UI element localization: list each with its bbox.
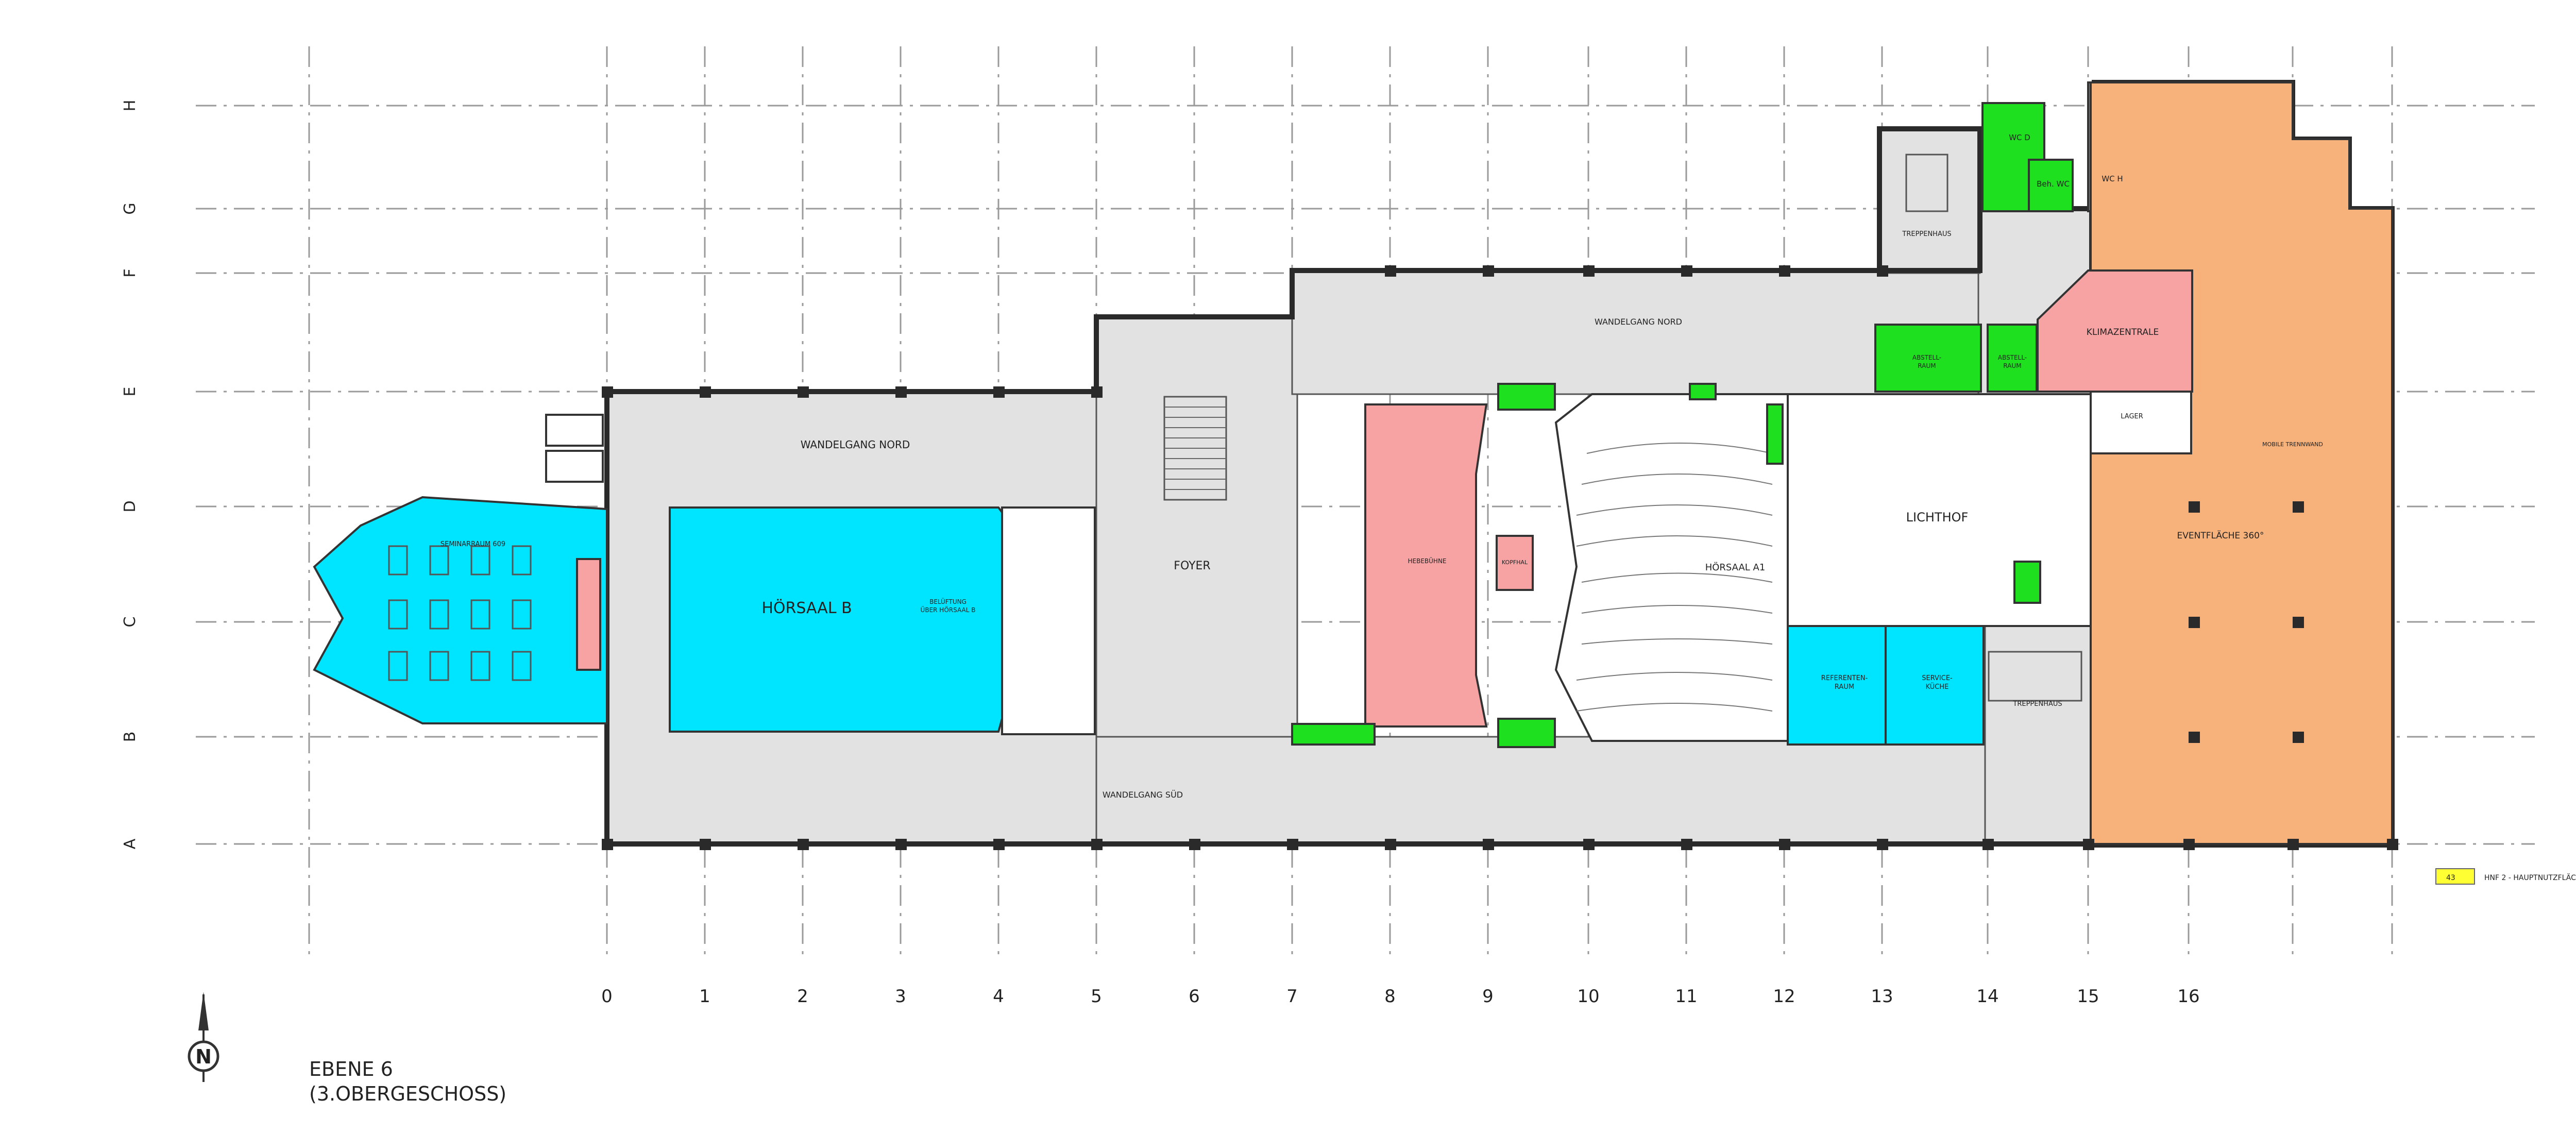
hoersaal-a1-area (1554, 393, 1789, 742)
axis-row-label: C (121, 617, 139, 628)
room-label: KOPFHAL (1502, 559, 1528, 566)
legend-code: 43 (2446, 874, 2455, 882)
room-label: TREPPENHAUS (1902, 230, 1951, 238)
axis-col-label: 2 (797, 986, 808, 1007)
room-label: HÖRSAAL A1 (1705, 562, 1766, 573)
axis-col-label: 5 (1091, 986, 1102, 1007)
room-label: ABSTELL- (1912, 354, 1941, 361)
title-line-1: EBENE 6 (309, 1058, 393, 1080)
hoersaal-b-area (669, 506, 1096, 735)
axis-col-label: 13 (1871, 986, 1893, 1007)
axis-col-label: 4 (993, 986, 1004, 1007)
hebebuehne-area (1364, 403, 1534, 728)
room-label: BELÜFTUNG (929, 597, 967, 605)
room-label: ÜBER HÖRSAAL B (921, 605, 976, 614)
room-label: LICHTHOF (1906, 510, 1969, 525)
room-label: TREPPENHAUS (2012, 700, 2062, 708)
column-axis-labels: 0 1 2 3 4 5 6 7 8 9 10 11 12 13 14 15 16 (601, 986, 2199, 1007)
axis-col-label: 6 (1189, 986, 1200, 1007)
legend: 43 HNF 2 - HAUPTNUTZFLÄCHE BÜRO (2435, 868, 2576, 885)
room-label: RAUM (2003, 362, 2021, 369)
room-label: SEMINARRAUM 609 (440, 540, 505, 548)
axis-col-label: 12 (1773, 986, 1795, 1007)
north-arrow-icon: N (188, 992, 219, 1082)
room-label: KLIMAZENTRALE (2087, 327, 2159, 337)
axis-col-label: 11 (1675, 986, 1697, 1007)
axis-col-label: 16 (2177, 986, 2199, 1007)
room-label: WC H (2102, 174, 2123, 183)
room-label: LAGER (2121, 413, 2143, 420)
room-label: ABSTELL- (1998, 354, 2027, 361)
title-line-2: (3.OBERGESCHOSS) (309, 1083, 506, 1105)
axis-col-label: 1 (699, 986, 710, 1007)
axis-col-label: 14 (1976, 986, 1998, 1007)
row-axis-labels: A B C D E F G H (121, 100, 139, 850)
lift-shafts-west (545, 414, 604, 483)
room-labels: WANDELGANG NORD WANDELGANG NORD WANDELGA… (440, 133, 2323, 800)
axis-row-label: F (121, 268, 139, 277)
axis-col-label: 7 (1286, 986, 1298, 1007)
axis-col-label: 8 (1384, 986, 1396, 1007)
axis-row-label: G (121, 202, 139, 214)
axis-row-label: E (121, 387, 139, 397)
axis-col-label: 9 (1482, 986, 1494, 1007)
plan-title: EBENE 6 (3.OBERGESCHOSS) (309, 1058, 506, 1105)
room-label: RAUM (1918, 362, 1936, 369)
axis-col-label: 10 (1577, 986, 1599, 1007)
room-label: RAUM (1835, 683, 1854, 691)
axis-row-label: B (121, 732, 139, 742)
seminarraum-area (313, 496, 608, 724)
axis-col-label: 15 (2077, 986, 2099, 1007)
north-label: N (195, 1045, 212, 1068)
room-label: WANDELGANG NORD (801, 438, 910, 451)
room-label: WANDELGANG NORD (1595, 317, 1682, 327)
referent-service-area (1787, 625, 1985, 746)
axis-row-label: A (121, 838, 139, 849)
axis-col-label: 3 (895, 986, 906, 1007)
legend-swatch (2435, 868, 2475, 885)
room-label: EVENTFLÄCHE 360° (2177, 530, 2264, 541)
room-label: MOBILE TRENNWAND (2262, 441, 2323, 448)
room-label: FOYER (1174, 560, 1210, 572)
axis-row-label: D (121, 500, 139, 512)
room-label: KÜCHE (1926, 682, 1949, 691)
room-label: HEBEBÜHNE (1408, 556, 1446, 565)
room-label: REFERENTEN- (1821, 674, 1868, 682)
stairs (1163, 154, 2082, 702)
green-rooms (1291, 81, 2141, 748)
room-label: SERVICE- (1922, 674, 1953, 682)
axis-row-label: H (121, 100, 139, 112)
room-label: HÖRSAAL B (761, 599, 852, 617)
legend-text: HNF 2 - HAUPTNUTZFLÄCHE BÜRO (2484, 873, 2576, 882)
room-label: WC D (2009, 133, 2030, 142)
east-wing (2037, 81, 2393, 845)
room-label: WANDELGANG SÜD (1103, 790, 1183, 800)
room-label: Beh. WC (2037, 179, 2070, 189)
structural-columns (602, 265, 2398, 850)
axis-col-label: 0 (601, 986, 613, 1007)
